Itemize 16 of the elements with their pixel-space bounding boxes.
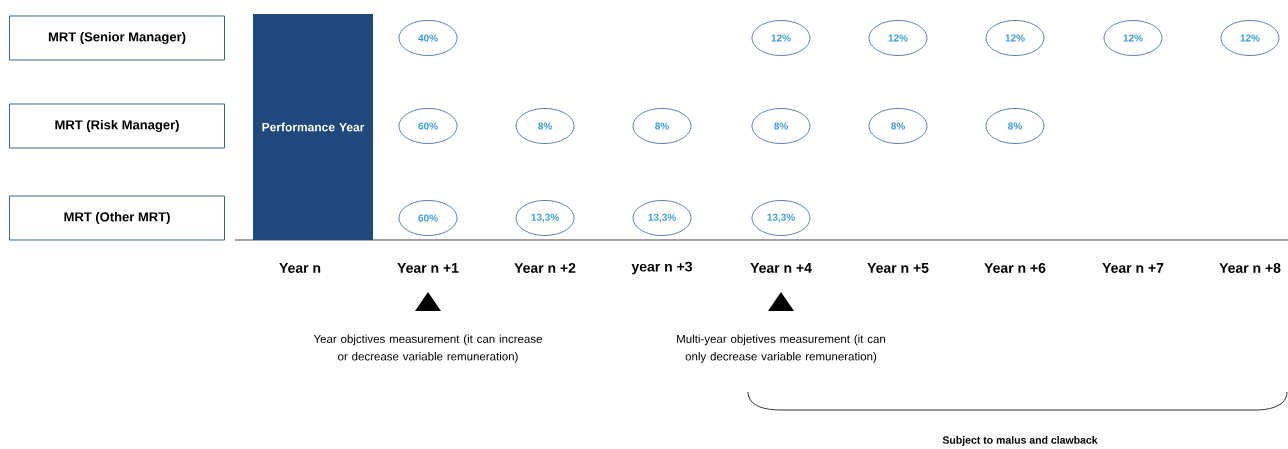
year-label: Year n +4 — [750, 263, 812, 273]
year-label: Year n +7 — [1102, 263, 1164, 273]
note-text: Year objctives measurement (it can increase or decrease variable remuneration) — [313, 334, 542, 363]
year-label: Year n +2 — [514, 263, 576, 273]
year-label: Year n +8 — [1219, 263, 1281, 273]
role-box: MRT (Senior Manager) — [9, 15, 225, 61]
year-label: Year n — [279, 263, 321, 273]
year-label: Year n +5 — [867, 263, 929, 273]
year-label: year n +3 — [631, 261, 693, 275]
year-label: Year n +6 — [984, 263, 1046, 273]
performance-year-bar: Performance Year — [253, 14, 373, 240]
role-box: MRT (Other MRT) — [9, 195, 225, 241]
note-text: Multi-year objetives measurement (it can only decrease variable remuneration) — [677, 334, 886, 363]
bracket-caption: Subject to malus and clawback — [942, 436, 1098, 446]
year-label: Year n +1 — [397, 263, 459, 273]
role-box: MRT (Risk Manager) — [9, 103, 225, 149]
